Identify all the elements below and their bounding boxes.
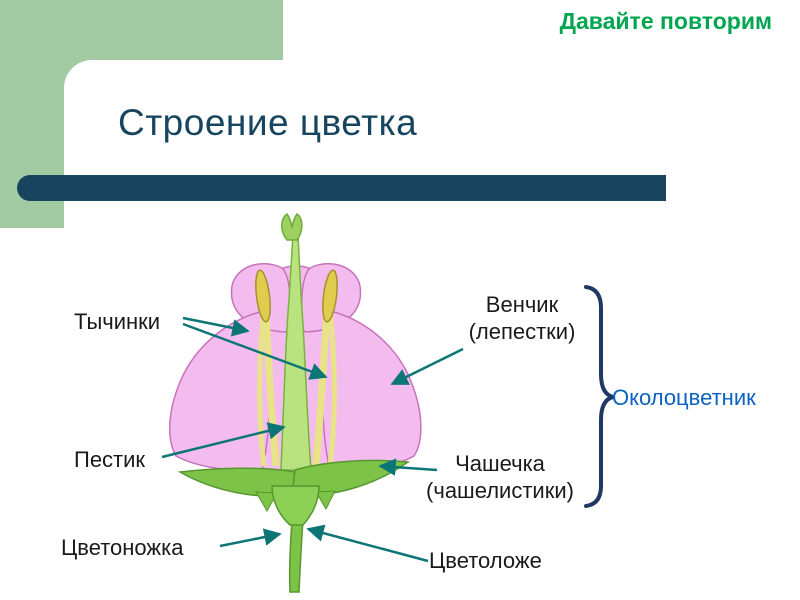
sepal-spike-right [315,490,336,511]
perianth-brace [584,285,614,508]
arrow-pistil [161,422,286,459]
stamen-left-anther [255,269,271,323]
label-corolla: Венчик (лепестки) [468,292,576,344]
arrow-receptacle [306,524,429,563]
stamen-right-filament [312,307,331,467]
label-pistil: Пестик [74,447,146,472]
label-perianth: Околоцветник [612,385,756,410]
slide-title: Строение цветка [118,102,418,143]
label-pedicel: Цветоножка [61,535,184,560]
flower-illustration [169,212,422,593]
arrow-stamens-1 [182,316,250,337]
stem-shape [288,519,304,593]
title-underline-bar [17,175,666,201]
pistil-stigma [281,212,303,241]
petal-streak-right [326,299,337,467]
stamen-left-filament [262,307,280,467]
sepal-spike-left [255,491,278,513]
label-calyx: Чашечка (чашелистики) [426,451,574,503]
stamen-right-anther [322,269,338,323]
label-stamens: Тычинки [74,309,161,334]
review-badge: Давайте повторим [559,8,772,34]
receptacle-shape [271,485,320,526]
arrow-calyx [378,458,438,476]
arrow-stamens-2 [182,322,328,380]
petal-streak-left [257,299,268,467]
arrow-corolla [390,347,464,386]
label-receptacle: Цветоложе [429,548,542,573]
pointer-arrows [161,316,464,563]
arrow-pedicel [219,528,282,548]
content-panel [64,60,800,600]
petal-side-left [169,309,272,472]
